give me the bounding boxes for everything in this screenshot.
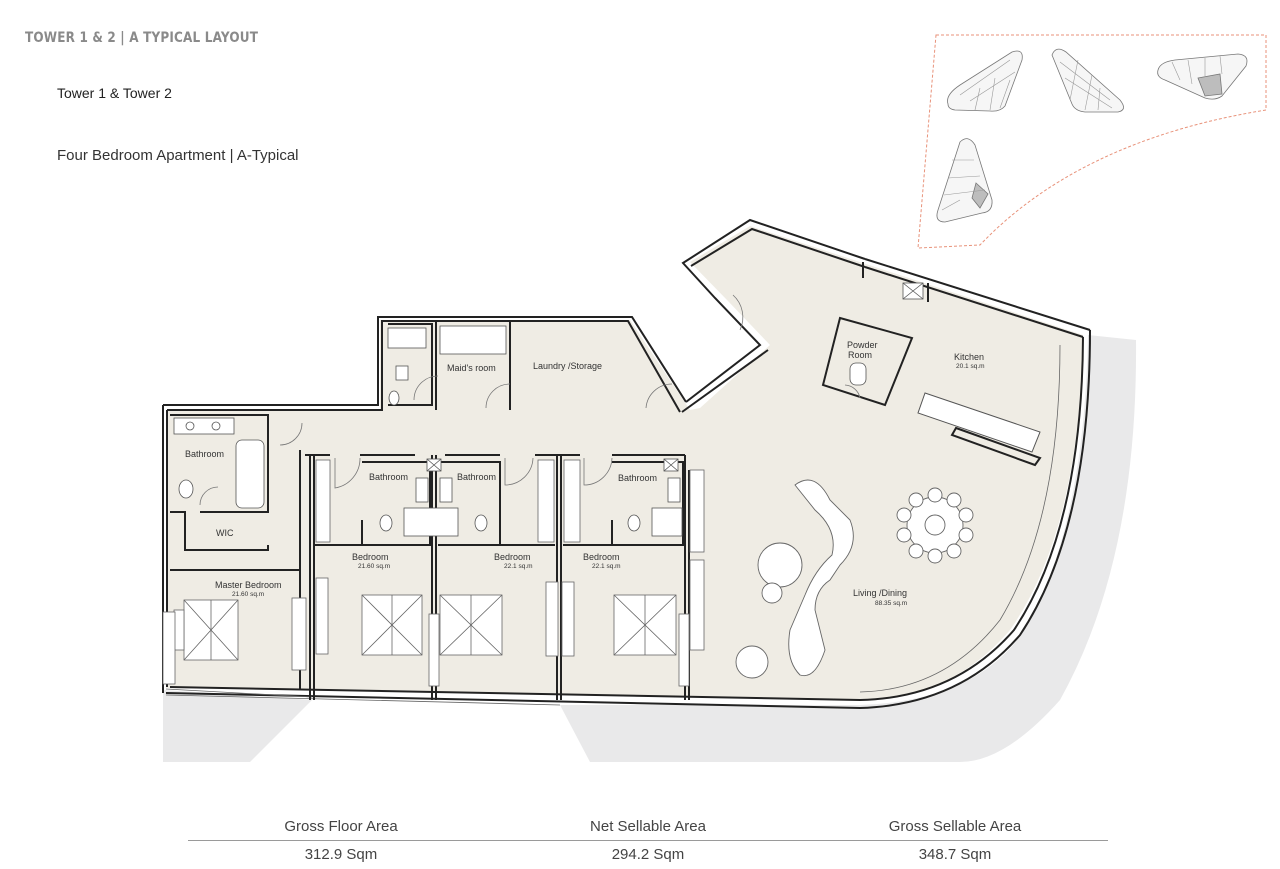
key-plan-tower-2 [1051,48,1124,113]
interior-walls [170,316,1042,700]
key-plan-tower-3 [1157,53,1248,100]
label-master-bathroom: Bathroom [185,449,224,459]
gross-sellable-area-label: Gross Sellable Area [888,818,1022,835]
label-bathroom-4: Bathroom [618,473,657,483]
label-maids-room: Maid's room [447,363,496,373]
label-powder-room-line2: Room [848,350,872,360]
label-bedroom-2-area: 21.60 sq.m [358,563,390,570]
key-plan-boundary [917,34,1267,249]
terrace-left [163,690,312,762]
facade-glazing [165,344,1061,706]
gross-floor-area-value: 312.9 Sqm [304,846,378,863]
label-bathroom-2: Bathroom [369,472,408,482]
wardrobes [162,459,705,687]
north-facade-mullions [862,262,929,302]
terrace-right [560,335,1137,762]
door-swings [199,294,861,506]
area-summary-table: Gross Floor Area Net Sellable Area Gross… [188,812,1108,868]
label-living: Living /Dining [853,588,907,598]
gross-floor-area-label: Gross Floor Area [284,818,398,835]
label-kitchen: Kitchen [954,352,984,362]
label-bedroom-4: Bedroom [583,552,620,562]
living-furniture [735,479,974,679]
net-sellable-area-value: 294.2 Sqm [611,846,685,863]
key-plan-tower-4 [936,138,993,223]
label-bedroom-3: Bedroom [494,552,531,562]
apartment-type-label: Four Bedroom Apartment | A-Typical [57,147,299,164]
label-kitchen-area: 20.1 sq.m [956,363,985,370]
label-bedroom-2: Bedroom [352,552,389,562]
page-title: TOWER 1 & 2 | A TYPICAL LAYOUT [25,30,259,46]
kitchen-island [917,392,1041,453]
gross-sellable-area-value: 348.7 Sqm [918,846,992,863]
room-labels: Maid's room Laundry /Storage Powder Room… [185,340,985,607]
net-sellable-area-label: Net Sellable Area [590,818,706,835]
label-living-area: 88.35 sq.m [875,600,907,607]
tower-label: Tower 1 & Tower 2 [57,85,172,101]
beds [173,594,677,661]
master-bathroom-fixtures [173,417,265,509]
outer-walls [162,218,1091,710]
label-bathroom-3: Bathroom [457,472,496,482]
key-plan-tower-1 [947,50,1023,112]
label-bedroom-4-area: 22.1 sq.m [592,563,621,570]
maid-bathroom-fixtures [387,325,507,406]
label-bedroom-3-area: 22.1 sq.m [504,563,533,570]
key-plan-highlight-unit-a [1197,73,1223,97]
label-powder-room-line1: Powder [847,340,878,350]
label-master-bedroom: Master Bedroom [215,580,282,590]
pod-bathroom-fixtures [379,282,924,537]
label-wic: WIC [216,528,234,538]
area-table-divider [188,840,1108,841]
label-master-bedroom-area: 21.60 sq.m [232,591,264,598]
label-laundry: Laundry /Storage [533,361,602,371]
